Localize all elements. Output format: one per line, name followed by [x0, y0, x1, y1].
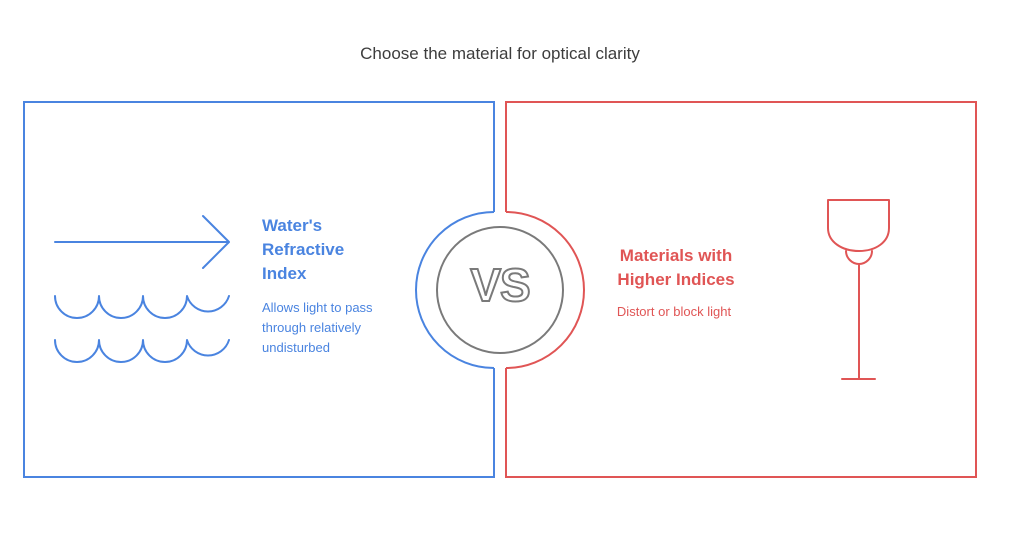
water-refractive-index-description: Allows light to pass through relatively …: [262, 300, 373, 355]
page-title: Choose the material for optical clarity: [360, 44, 640, 63]
left-panel-border: [23, 101, 495, 478]
higher-indices-description: Distort or block light: [616, 304, 732, 319]
light-ray-over-water-icon: [54, 215, 230, 363]
wine-glass-icon: [827, 199, 890, 380]
vs-circle: [436, 226, 564, 354]
vs-label: VS: [469, 258, 531, 312]
right-panel-border: [505, 101, 977, 478]
higher-indices-heading: Materials with Higher Indices: [617, 246, 735, 289]
vs-ring-right: [505, 211, 585, 369]
water-refractive-index-heading: Water's Refractive Index: [262, 216, 345, 283]
vs-ring-left: [415, 211, 495, 369]
